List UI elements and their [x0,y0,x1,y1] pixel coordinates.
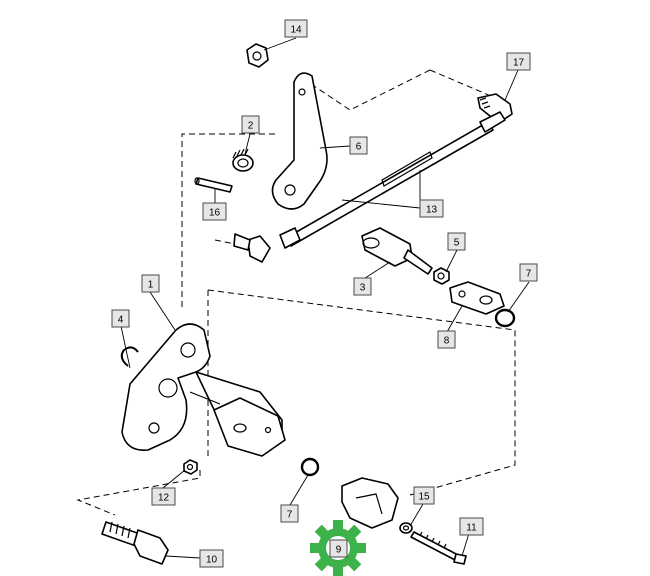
svg-text:10: 10 [206,555,218,566]
pin-part-16 [194,177,233,193]
callout-4: 4 [111,309,130,328]
svg-text:16: 16 [209,208,221,219]
callout-15: 15 [413,486,435,505]
svg-text:15: 15 [418,492,430,503]
bolt-part-10 [101,521,169,565]
svg-text:14: 14 [290,25,302,36]
leader-lines [120,37,530,559]
svg-text:4: 4 [118,315,124,326]
callout-10: 10 [199,549,224,568]
ball-joint-part-17 [477,93,513,123]
washer-part-15 [399,522,413,534]
svg-text:17: 17 [513,58,525,69]
callout-5: 5 [447,232,466,251]
control-rod-part-13 [233,111,506,263]
svg-text:6: 6 [356,142,362,153]
callout-9[interactable]: 9 [329,539,348,558]
bracket-part-1 [121,323,286,457]
svg-text:12: 12 [158,493,170,504]
lever-part-6 [271,72,328,210]
svg-text:11: 11 [466,523,477,534]
screw-part-11 [410,531,467,565]
flange-part-8 [449,281,505,315]
callout-7-upper: 7 [519,263,538,282]
snap-ring-part-4 [120,346,139,367]
svg-text:9: 9 [336,545,342,556]
svg-text:2: 2 [248,121,254,132]
callout-11: 11 [459,517,484,536]
svg-text:13: 13 [426,205,438,216]
svg-text:7: 7 [526,269,532,280]
callout-14: 14 [284,19,308,38]
svg-text:3: 3 [360,283,366,294]
shaft-part-3 [361,227,433,275]
callout-12: 12 [151,487,176,506]
nut-part-5 [433,267,450,285]
nut-part-12 [183,459,198,475]
callout-1: 1 [141,274,160,293]
o-ring-part-7-upper [494,308,516,328]
svg-text:7: 7 [287,510,293,521]
callout-3: 3 [353,277,372,296]
callout-2: 2 [241,115,260,134]
callout-8: 8 [437,330,456,349]
svg-text:5: 5 [454,238,460,249]
bushing-part-2 [232,148,254,172]
o-ring-part-7-lower [300,457,320,477]
callout-7-lower: 7 [280,504,299,523]
svg-text:8: 8 [444,336,450,347]
callout-17: 17 [506,52,531,71]
callout-13: 13 [419,199,444,218]
callout-16: 16 [202,202,227,221]
hex-nut-part-14 [246,43,269,68]
callout-6: 6 [349,136,368,155]
block-part-9 [341,477,399,529]
svg-text:1: 1 [148,280,154,291]
